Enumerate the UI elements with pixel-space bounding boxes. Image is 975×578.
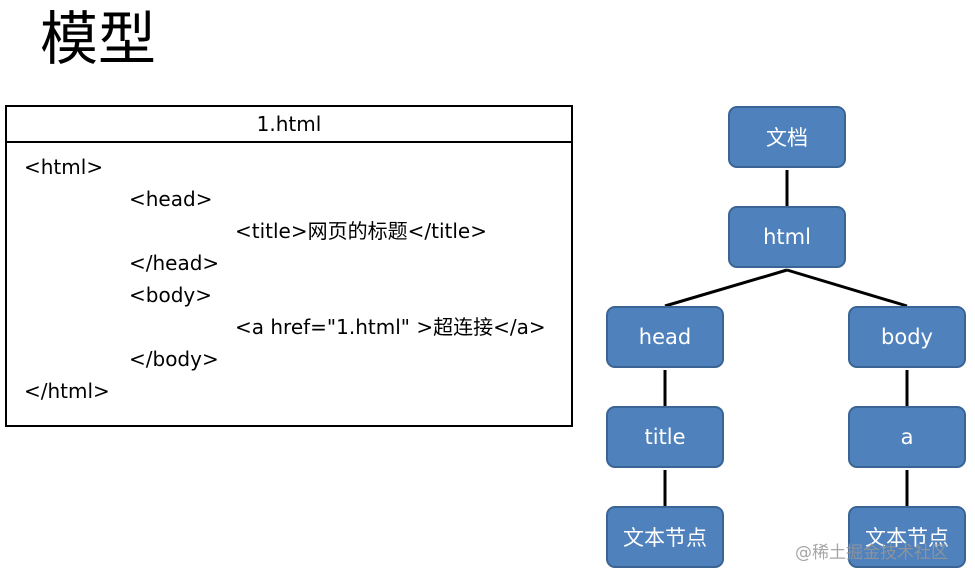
node-title: title: [606, 406, 724, 468]
node-document: 文档: [728, 106, 846, 168]
code-panel: 1.html <html> <head> <title>网页的标题</title…: [5, 105, 573, 427]
node-text-right: 文本节点: [848, 506, 966, 568]
edge-html-head: [664, 268, 788, 308]
code-line-html-close: </html>: [24, 379, 110, 403]
watermark: @稀土掘金技术社区: [795, 543, 948, 563]
code-line-title: <title>网页的标题</title>: [235, 219, 487, 243]
code-line-head-open: <head>: [129, 187, 213, 211]
code-line-body-close: </body>: [129, 347, 219, 371]
node-head: head: [606, 306, 724, 368]
code-line-anchor: <a href="1.html" >超连接</a>: [235, 315, 546, 339]
node-a: a: [848, 406, 966, 468]
slide-title: 模型: [40, 5, 157, 73]
node-html: html: [728, 206, 846, 268]
node-body: body: [848, 306, 966, 368]
code-line-body-open: <body>: [129, 283, 212, 307]
node-text-left: 文本节点: [606, 506, 724, 568]
code-panel-filename: 1.html: [7, 107, 571, 143]
code-line-html-open: <html>: [24, 155, 104, 179]
edge-html-body: [786, 268, 908, 308]
code-line-head-close: </head>: [129, 251, 220, 275]
